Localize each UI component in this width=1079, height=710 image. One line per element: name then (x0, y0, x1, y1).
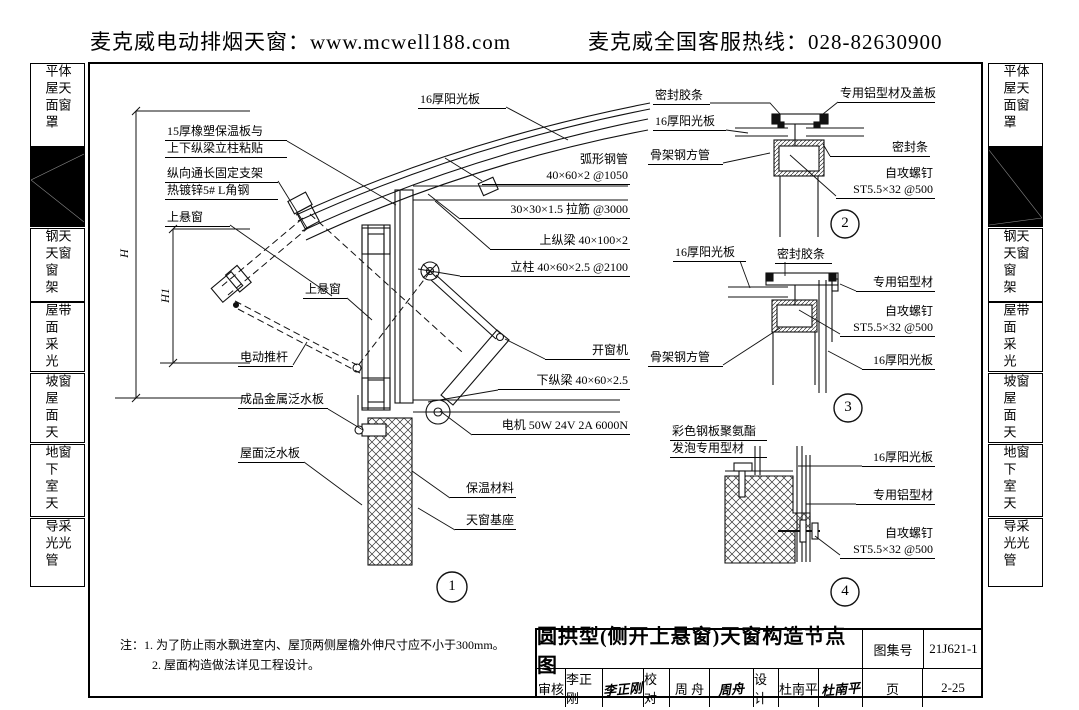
reviewer-name: 李正刚 (565, 669, 602, 707)
callout-4: 4 (841, 583, 849, 599)
page-label: 页 (862, 669, 922, 707)
dimension-lines (115, 106, 250, 403)
tab-right-roof-band: 屋面采光带 (988, 302, 1043, 372)
label-d2-seal-strip: 密封条 (830, 140, 930, 157)
label-d2-alu-cover: 专用铝型材及盖板 (838, 86, 936, 103)
checker-signature: 周舟 (709, 669, 753, 707)
designer-name: 杜南平 (778, 669, 818, 707)
drawing-sheet: 16厚阳光板 15厚橡塑保温板与上下纵梁立柱粘贴 纵向通长固定支架热镀锌5# L… (88, 62, 983, 707)
reviewer-label: 审核 (537, 681, 564, 697)
note-line-1: 注：1. 为了防止雨水飘进室内、屋顶两侧屋檐外伸尺寸应不小于300mm。 (120, 638, 505, 652)
tab-right-steel-frame: 钢天窗架天窗 (988, 228, 1043, 302)
tab-left-steel-frame: 钢天窗架天窗 (30, 228, 85, 302)
label-d3-screw: 自攻螺钉 (884, 304, 933, 318)
label-upper-beam: 上纵梁 40×100×2 (490, 233, 630, 250)
label-d3-pc-panel-right: 16厚阳光板 (862, 353, 935, 370)
label-tie-bar: 30×30×1.5 拉筋 @3000 (460, 202, 630, 219)
detail4-leaders (798, 465, 862, 556)
label-d3-pc-panel-left: 16厚阳光板 (673, 245, 746, 262)
detail4-drawing (724, 446, 820, 564)
label-d2-frame-tube: 骨架钢方管 (648, 148, 723, 165)
label-top-hung-window: 上悬窗 (165, 210, 230, 227)
label-actuator: 电动推杆 (238, 350, 293, 367)
dim-h: H (116, 249, 131, 258)
page-no: 2-25 (922, 669, 983, 707)
dim-h1: H1 (157, 288, 172, 303)
label-top-hung-window-2: 上悬窗 (303, 282, 347, 299)
label-d2-seal-rubber: 密封胶条 (653, 88, 710, 105)
atlas-no: 21J621-1 (923, 630, 983, 668)
label-d3-frame-tube: 骨架钢方管 (648, 350, 723, 367)
label-d4-screw-spec: ST5.5×32 @500 (840, 542, 935, 559)
label-fixing-bracket: 纵向通长固定支架热镀锌5# L角钢 (165, 166, 278, 200)
label-roof-flashing: 屋面泛水板 (238, 446, 304, 463)
tab-right-slope-roof: 坡屋面天窗 (988, 373, 1043, 443)
drawing-linework (115, 101, 864, 607)
detail1-leaders (229, 106, 569, 531)
checker-label: 校对 (643, 669, 669, 707)
designer-signature: 杜南平 (818, 669, 862, 707)
header-right: 麦克威全国客服热线：028-82630900 (588, 30, 943, 54)
detail1-drawing (210, 102, 651, 566)
label-column: 立柱 40×60×2.5 @2100 (460, 260, 630, 277)
tab-right-basement: 地下室天窗 (988, 444, 1043, 517)
checker-name: 周 舟 (669, 669, 709, 707)
label-d3-seal-rubber: 密封胶条 (775, 247, 832, 264)
tab-left-flat-roof: 平屋面罩体天窗 (30, 63, 85, 147)
label-insulation-material: 保温材料 (450, 481, 516, 498)
callout-3: 3 (844, 399, 852, 415)
tab-image-lines (989, 149, 1042, 226)
label-d3-screw-spec: ST5.5×32 @500 (840, 320, 935, 337)
tab-left-image (30, 147, 85, 227)
tab-left-light-tube: 导光管采光 (30, 518, 85, 587)
label-d4-screw: 自攻螺钉 (884, 526, 933, 540)
callout-circles (436, 209, 863, 607)
tab-right-image (988, 147, 1043, 227)
detail3-drawing (728, 272, 839, 393)
label-d4-color-steel-panel: 彩色钢板聚氨酯发泡专用型材 (670, 424, 767, 458)
tab-image-lines (31, 153, 84, 223)
label-d3-alu-profile: 专用铝型材 (856, 275, 935, 292)
title-block: 圆拱型(侧开上悬窗)天窗构造节点图 图集号 21J621-1 审核 李正刚 李正… (535, 626, 983, 707)
header-left: 麦克威电动排烟天窗：www.mcwell188.com (90, 30, 512, 54)
sheet-title: 圆拱型(侧开上悬窗)天窗构造节点图 (537, 626, 863, 677)
label-skylight-base: 天窗基座 (455, 513, 516, 530)
label-motor: 电机 50W 24V 2A 6000N (472, 418, 630, 435)
label-d2-screw: 自攻螺钉 (884, 166, 933, 180)
label-d4-alu-profile: 专用铝型材 (856, 488, 935, 505)
tab-left-roof-band: 屋面采光带 (30, 302, 85, 372)
callout-1: 1 (448, 578, 456, 594)
atlas-no-label: 图集号 (873, 642, 913, 658)
label-d2-screw-spec: ST5.5×32 @500 (836, 182, 935, 199)
tab-right-light-tube: 导光管采光 (988, 518, 1043, 587)
label-lower-beam: 下纵梁 40×60×2.5 (498, 373, 630, 390)
reviewer-signature: 李正刚 (602, 669, 643, 707)
tab-left-slope-roof: 坡屋面天窗 (30, 373, 85, 443)
detail3-leaders (722, 260, 863, 370)
label-insulation-board: 15厚橡塑保温板与上下纵梁立柱粘贴 (165, 124, 287, 158)
label-window-opener: 开窗机 (545, 343, 630, 360)
label-metal-flashing: 成品金属泛水板 (238, 392, 328, 409)
note-line-2: 2. 屋面构造做法详见工程设计。 (152, 658, 321, 672)
tab-left-basement: 地下室天窗 (30, 444, 85, 517)
callout-2: 2 (841, 215, 849, 231)
label-pc-panel: 16厚阳光板 (418, 92, 506, 109)
detail2-drawing (735, 113, 864, 237)
detail2-leaders (710, 101, 839, 197)
designer-label: 设计 (753, 669, 778, 707)
label-d2-pc-panel: 16厚阳光板 (653, 114, 726, 131)
tab-right-flat-roof: 平屋面罩体天窗 (988, 63, 1043, 147)
label-d4-pc-panel: 16厚阳光板 (862, 450, 935, 467)
